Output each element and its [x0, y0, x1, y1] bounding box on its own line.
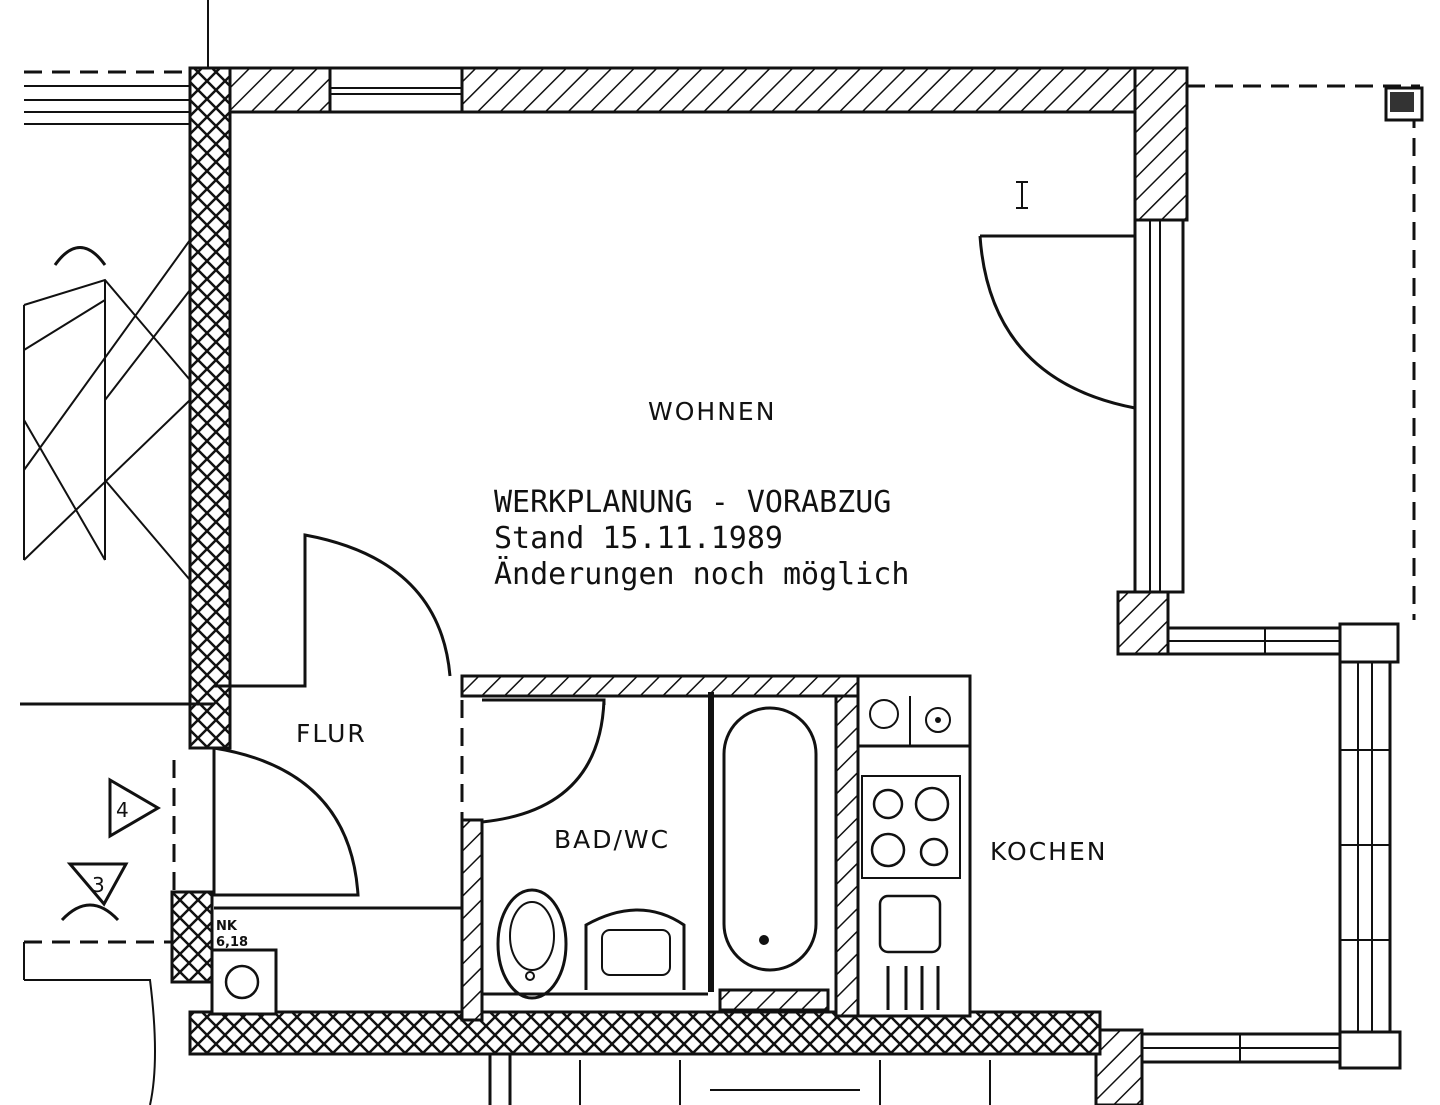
- bathroom-fixtures: [482, 706, 818, 1013]
- party-walls: [170, 66, 1102, 1056]
- room-label-bad: BAD/WC: [554, 825, 670, 854]
- toilet: [496, 888, 568, 1000]
- text-cursor-mark: [1016, 181, 1028, 209]
- exterior-walls: [226, 66, 1402, 1105]
- note-line-1: WERKPLANUNG - VORABZUG: [494, 485, 891, 520]
- room-label-flur: FLUR: [296, 719, 367, 748]
- sink: [584, 908, 686, 990]
- room-size-nk: 6,18: [216, 935, 248, 950]
- section-marker-3: 3: [60, 862, 129, 922]
- section-marker-4: 4: [108, 777, 161, 839]
- door-bad: [481, 698, 606, 824]
- bathtub: [722, 706, 818, 972]
- stove-burner: [914, 786, 950, 822]
- room-label-wohnen: WOHNEN: [648, 397, 776, 426]
- room-label-nk: NK: [216, 919, 238, 934]
- doors: [212, 234, 1136, 897]
- room-label-kochen: KOCHEN: [990, 837, 1107, 866]
- stove-burner: [870, 832, 906, 868]
- interior-walls: [20, 70, 1424, 1105]
- door-entrance: [212, 746, 360, 897]
- planning-note: WERKPLANUNG - VORABZUG Stand 15.11.1989 …: [494, 485, 909, 592]
- stove-burner: [919, 837, 949, 867]
- note-line-2: Stand 15.11.1989: [494, 521, 783, 556]
- note-line-3: Änderungen noch möglich: [494, 556, 909, 592]
- kitchen-fixtures: [856, 674, 972, 1018]
- nk-niche: [210, 948, 278, 1016]
- marker-3-label: 3: [92, 873, 105, 897]
- door-wohnen-balcony: [978, 234, 1136, 410]
- kitchen-sink: [878, 894, 942, 954]
- marker-4-label: 4: [116, 798, 129, 822]
- stove-burner: [872, 788, 904, 820]
